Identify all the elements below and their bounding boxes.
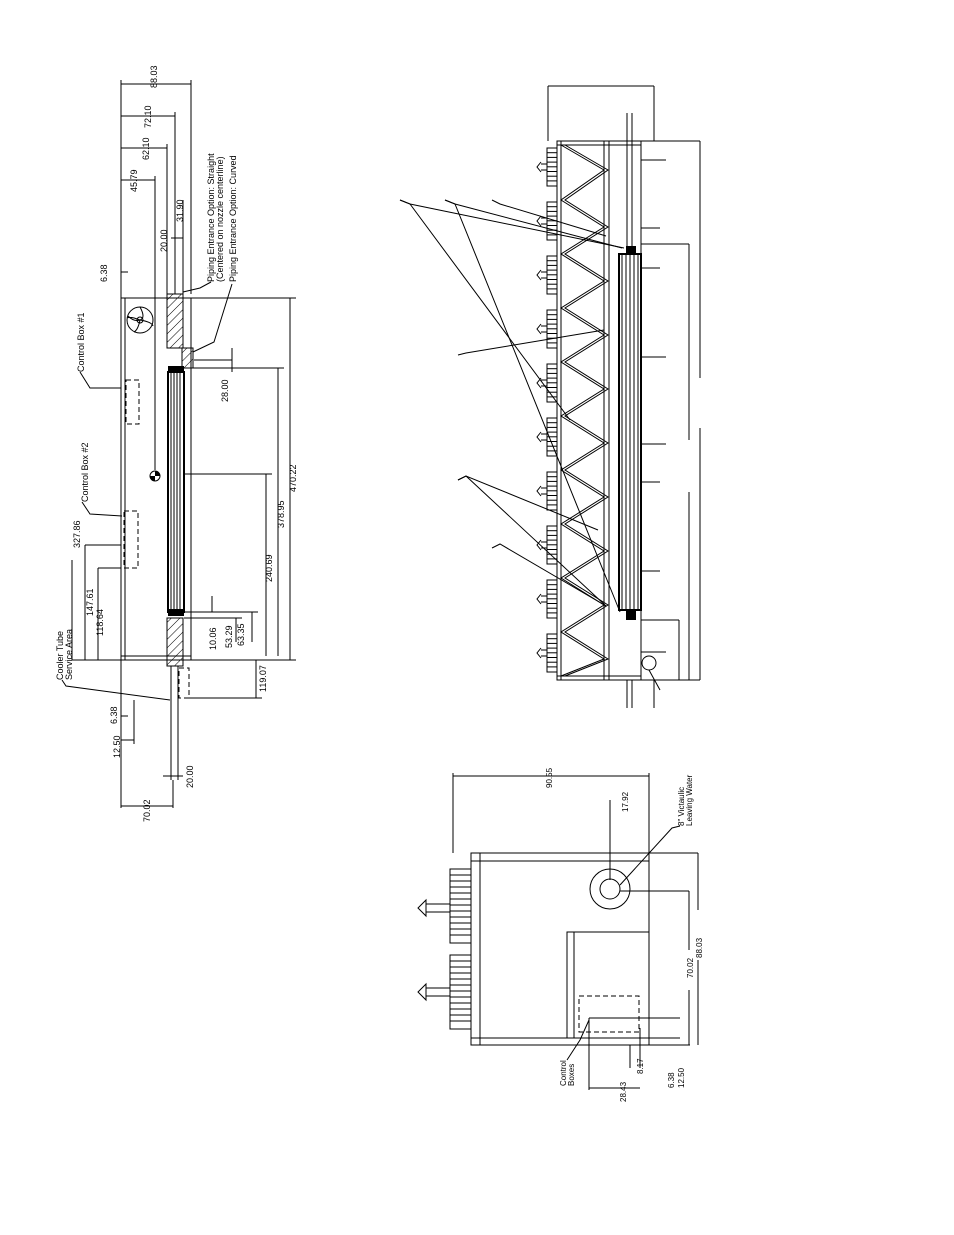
drain-circle [641, 655, 657, 671]
dim-53-29: 53.29 [224, 625, 234, 648]
top-view: 88.03 72.10 62.10 45.79 31.90 20.00 6.38… [55, 65, 298, 822]
dim-72-10: 72.10 [143, 105, 153, 128]
end-view: 90.55 17.92 70.02 88.03 28.43 8.17 6.38 … [417, 767, 704, 1102]
nozzle-block-top [166, 293, 184, 349]
dim-62-10: 62.10 [141, 137, 151, 160]
note-piping-straight: Piping Entrance Option: Straight [206, 153, 216, 282]
dim-119-07: 119.07 [258, 665, 268, 692]
dim-28-00: 28.00 [220, 379, 230, 402]
dim-378-95: 378.95 [276, 500, 286, 528]
dim-147-61: 147.61 [85, 588, 95, 616]
side-fan-10 [536, 633, 558, 673]
note-boxes: Boxes [567, 1064, 576, 1086]
dim-6-38-top: 6.38 [99, 264, 109, 282]
note-cooler-tube: Cooler Tube [55, 631, 65, 680]
dim-8-17: 8.17 [636, 1058, 645, 1074]
side-view [399, 85, 701, 708]
side-fan-6 [536, 417, 558, 457]
dim-240-69: 240.69 [264, 554, 274, 582]
dim-88-03-end: 88.03 [695, 937, 704, 958]
side-fan-4 [536, 309, 558, 349]
note-piping-straight-sub: (Centered on nozzle centerline) [215, 156, 225, 282]
note-control-box-2: Control Box #2 [80, 442, 90, 502]
dim-31-90: 31.90 [175, 199, 185, 222]
note-piping-curved: Piping Entrance Option: Curved [228, 155, 238, 282]
note-control-box-1: Control Box #1 [76, 312, 86, 372]
dim-6-38-bottom: 6.38 [109, 706, 119, 724]
dim-12-50-end: 12.50 [677, 1067, 686, 1088]
end-fan-bottom [417, 954, 472, 1030]
end-fan-top [417, 868, 472, 944]
dim-470-22: 470.22 [288, 464, 298, 492]
fan-icon [126, 306, 154, 334]
side-fan-1 [536, 147, 558, 187]
dim-70-02-end: 70.02 [686, 957, 695, 978]
control-box-1 [125, 379, 140, 425]
dim-63-35: 63.35 [236, 623, 246, 646]
control-box-2 [123, 510, 139, 569]
dim-118-64: 118.64 [95, 609, 105, 636]
dim-28-43: 28.43 [619, 1081, 628, 1102]
unit-outline [120, 297, 192, 661]
end-control-box [578, 995, 640, 1033]
dim-327-86: 327.86 [72, 520, 82, 548]
nozzle-block-mid [181, 347, 194, 369]
side-fan-5 [536, 363, 558, 403]
note-leaving-water: Leaving Water [685, 774, 694, 826]
dim-10-06: 10.06 [208, 627, 218, 650]
fan-row [536, 147, 558, 673]
center-of-gravity-icon [149, 470, 161, 482]
note-victaulic: 8" Victaulic [677, 787, 686, 826]
dim-20-00-top: 20.00 [159, 229, 169, 252]
note-service-area: Service Area [64, 629, 74, 680]
side-fan-9 [536, 579, 558, 619]
dim-45-79: 45.79 [129, 169, 139, 192]
dim-88-03: 88.03 [149, 65, 159, 88]
note-control: Control [559, 1060, 568, 1086]
dim-20-00-bottom: 20.00 [185, 765, 195, 788]
cooler-shell [167, 371, 185, 613]
side-fan-3 [536, 255, 558, 295]
dim-17-92: 17.92 [621, 791, 630, 812]
dim-12-50: 12.50 [112, 735, 122, 758]
side-fan-7 [536, 471, 558, 511]
dim-6-38-end: 6.38 [667, 1072, 676, 1088]
nozzle-block-bottom [166, 617, 184, 667]
dim-70-02: 70.02 [142, 799, 152, 822]
side-fan-2 [536, 201, 558, 241]
dim-90-55: 90.55 [545, 767, 554, 788]
side-fan-8 [536, 525, 558, 565]
